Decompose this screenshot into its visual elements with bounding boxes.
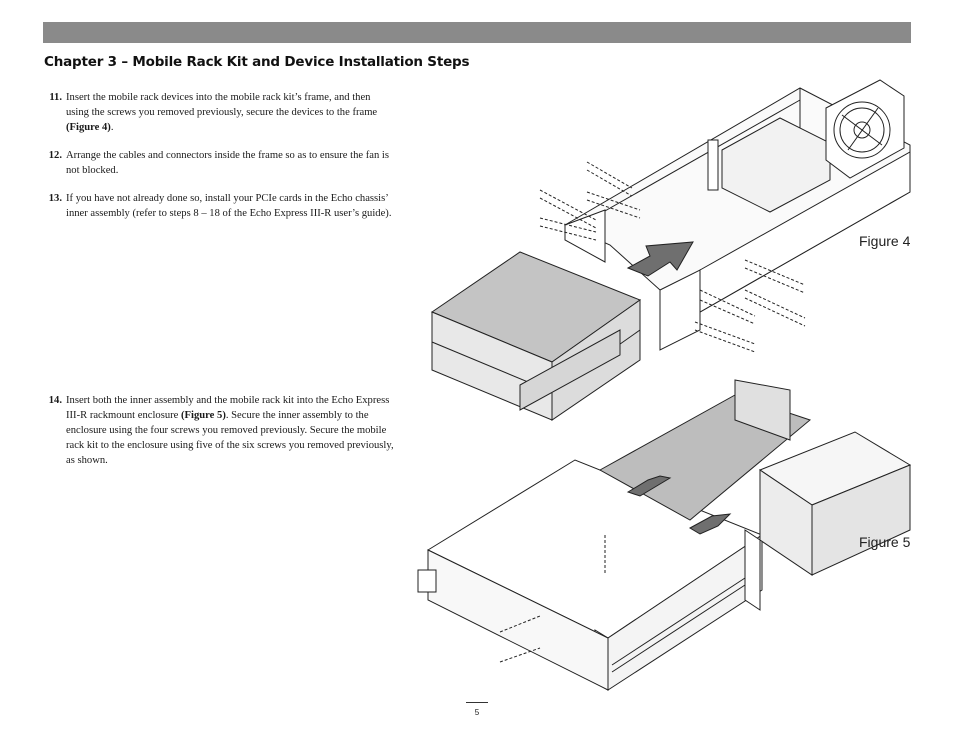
- step-number: 11.: [49, 92, 62, 103]
- step-14: 14. Insert both the inner assembly and t…: [44, 393, 394, 468]
- chapter-title: Chapter 3 – Mobile Rack Kit and Device I…: [44, 54, 470, 70]
- step-11: 11. Insert the mobile rack devices into …: [44, 90, 394, 135]
- step-number: 13.: [48, 193, 62, 204]
- header-bar: [43, 22, 911, 43]
- step-text: Arrange the cables and connectors inside…: [66, 150, 389, 176]
- figure-4-label: Figure 4: [859, 233, 911, 249]
- figure-5-label: Figure 5: [859, 534, 911, 550]
- figure-ref: (Figure 4): [66, 122, 111, 133]
- fan-housing: [721, 117, 831, 213]
- step-13: 13. If you have not already done so, ins…: [44, 191, 394, 221]
- step-text: Insert the mobile rack devices into the …: [66, 92, 378, 133]
- page-number-rule: [466, 702, 488, 703]
- step-text: Insert both the inner assembly and the m…: [66, 395, 394, 466]
- step-number: 12.: [48, 150, 62, 161]
- step-text: If you have not already done so, install…: [66, 193, 392, 219]
- step-number: 14.: [48, 395, 62, 406]
- step-12: 12. Arrange the cables and connectors in…: [44, 148, 394, 178]
- page-number: 5: [474, 708, 480, 717]
- figure-ref: (Figure 5): [181, 410, 226, 421]
- insert-arrow-icon: [626, 241, 694, 277]
